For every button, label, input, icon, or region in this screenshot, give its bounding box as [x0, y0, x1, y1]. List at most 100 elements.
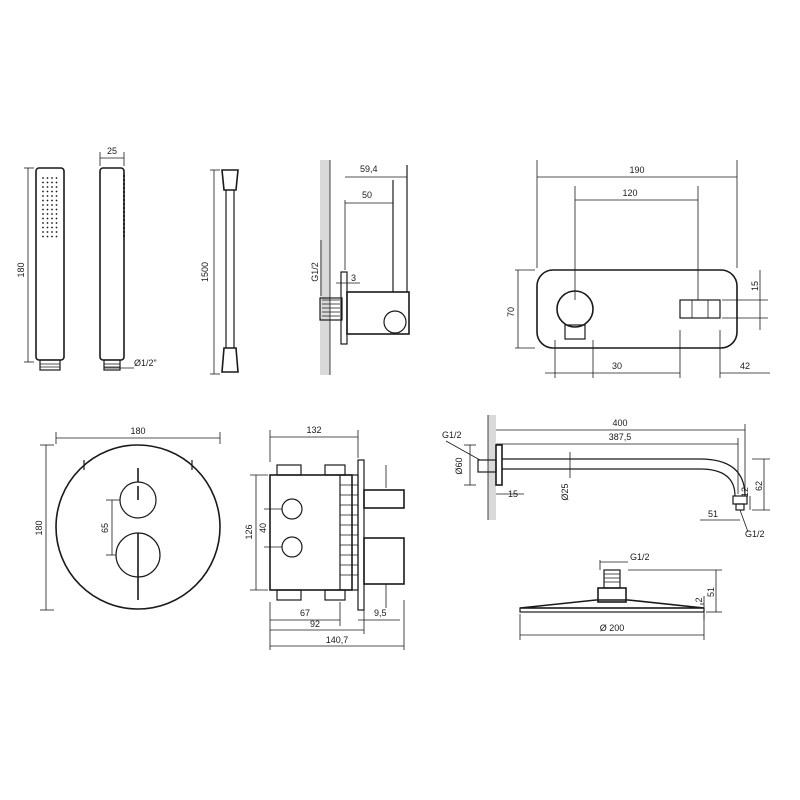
- nozzle-dot: [55, 199, 58, 202]
- nozzle-dot: [122, 222, 126, 226]
- plate-height-label: 180: [34, 520, 44, 535]
- nozzle-dot: [51, 235, 53, 238]
- spout-height-label: 70: [506, 307, 516, 317]
- arm-pipe-dia-label: Ø25: [560, 483, 570, 500]
- plate-spacing-label: 65: [100, 523, 110, 533]
- head-thread-label: G1/2: [630, 552, 650, 562]
- hand-shower-front: 180: [16, 167, 65, 371]
- arm-drop-label: 51: [708, 509, 718, 519]
- plate-width-label: 180: [130, 426, 145, 436]
- nozzle-dot: [42, 181, 44, 184]
- nozzle-dot: [122, 210, 126, 214]
- nozzle-dot: [42, 204, 44, 206]
- nozzle-dot: [51, 199, 53, 202]
- spray-nozzle-dots: [42, 177, 58, 238]
- nozzle-dot: [51, 222, 53, 224]
- arm-length-outer-label: 400: [612, 418, 627, 428]
- spout-offset-label: 15: [750, 281, 760, 291]
- nozzle-dot: [122, 190, 126, 194]
- shower-hose: 1500: [200, 169, 239, 375]
- nozzle-dot: [122, 230, 126, 234]
- nozzle-dot: [55, 186, 58, 188]
- nozzle-dot: [122, 226, 126, 230]
- spout-spacing-label: 120: [622, 188, 637, 198]
- nozzle-dot: [55, 217, 58, 220]
- nozzle-dot: [46, 217, 49, 220]
- box-height-label: 126: [244, 524, 254, 539]
- connector-thread-label: G1/2: [310, 262, 320, 282]
- nozzle-dot: [51, 231, 53, 233]
- nozzle-dot: [51, 226, 53, 229]
- nozzle-dot: [51, 195, 53, 197]
- mixer-plate: 180 180 65: [34, 426, 221, 611]
- nozzle-dot: [122, 174, 126, 178]
- nozzle-dot: [51, 204, 53, 206]
- nozzle-dot: [51, 177, 53, 179]
- nozzle-dot: [55, 177, 58, 179]
- nozzle-dot: [55, 204, 58, 206]
- spout-gap-label: 30: [612, 361, 622, 371]
- nozzle-dot: [46, 222, 49, 224]
- nozzle-dot: [46, 235, 49, 238]
- nozzle-dot: [55, 181, 58, 184]
- box-width-label: 132: [306, 425, 321, 435]
- nozzle-dot: [122, 186, 126, 190]
- wall-spout-front: 190 120 70 15 30 42: [506, 160, 770, 378]
- head-height-label: 51: [706, 587, 716, 597]
- nozzle-dot: [55, 213, 58, 215]
- nozzle-dot: [122, 202, 126, 206]
- nozzle-dot: [122, 206, 126, 210]
- nozzle-dot: [46, 190, 49, 193]
- nozzle-dot: [46, 181, 49, 184]
- nozzle-dot: [42, 231, 44, 233]
- nozzle-dot: [55, 208, 58, 211]
- nozzle-dot: [55, 222, 58, 224]
- nozzle-dot: [42, 217, 44, 220]
- nozzle-dot: [46, 231, 49, 233]
- nozzle-dot: [46, 199, 49, 202]
- arm-offset-label: 15: [508, 489, 518, 499]
- nozzle-dot: [51, 213, 53, 215]
- hand-shower-height-label: 180: [16, 262, 26, 277]
- arm-thread-in-label: G1/2: [442, 430, 462, 440]
- nozzle-dot: [55, 231, 58, 233]
- side-nozzle-dots: [122, 174, 126, 238]
- nozzle-dot: [46, 213, 49, 215]
- connector-depth-outer-label: 59,4: [360, 164, 378, 174]
- head-thickness-label: 2: [694, 597, 704, 602]
- wall-connector: 59,4 50 G1/2 3: [310, 160, 410, 375]
- box-inner-label: 40: [258, 523, 268, 533]
- rain-shower-head: G1/2 51 2 Ø 200: [519, 552, 722, 640]
- nozzle-dot: [46, 208, 49, 211]
- nozzle-dot: [42, 213, 44, 215]
- concealed-box: 132 126 40 67 92 140,7 9,5: [244, 425, 405, 650]
- nozzle-dot: [42, 199, 44, 202]
- nozzle-dot: [42, 226, 44, 229]
- nozzle-dot: [122, 214, 126, 218]
- nozzle-dot: [122, 198, 126, 202]
- hose-length-label: 1500: [200, 262, 210, 282]
- nozzle-dot: [122, 178, 126, 182]
- nozzle-dot: [55, 190, 58, 193]
- head-diameter-label: Ø 200: [600, 623, 625, 633]
- spout-side-label: 42: [740, 361, 750, 371]
- nozzle-dot: [51, 217, 53, 220]
- box-depth-d-label: 9,5: [374, 608, 387, 618]
- nozzle-dot: [55, 235, 58, 238]
- nozzle-dot: [46, 204, 49, 206]
- nozzle-dot: [122, 194, 126, 198]
- shower-arm: 400 387,5 Ø60 G1/2 15 Ø25 62 12 51 G1/2: [442, 415, 770, 539]
- box-depth-b-label: 92: [310, 619, 320, 629]
- connector-flange-label: 3: [351, 273, 356, 283]
- nozzle-dot: [51, 208, 53, 211]
- nozzle-dot: [122, 182, 126, 186]
- nozzle-dot: [46, 195, 49, 197]
- nozzle-dot: [42, 186, 44, 188]
- arm-tip-label: 12: [740, 487, 750, 497]
- box-depth-a-label: 67: [300, 608, 310, 618]
- arm-flange-dia-label: Ø60: [454, 457, 464, 474]
- nozzle-dot: [42, 177, 44, 179]
- nozzle-dot: [46, 226, 49, 229]
- hand-shower-thread-label: Ø1/2": [134, 358, 157, 368]
